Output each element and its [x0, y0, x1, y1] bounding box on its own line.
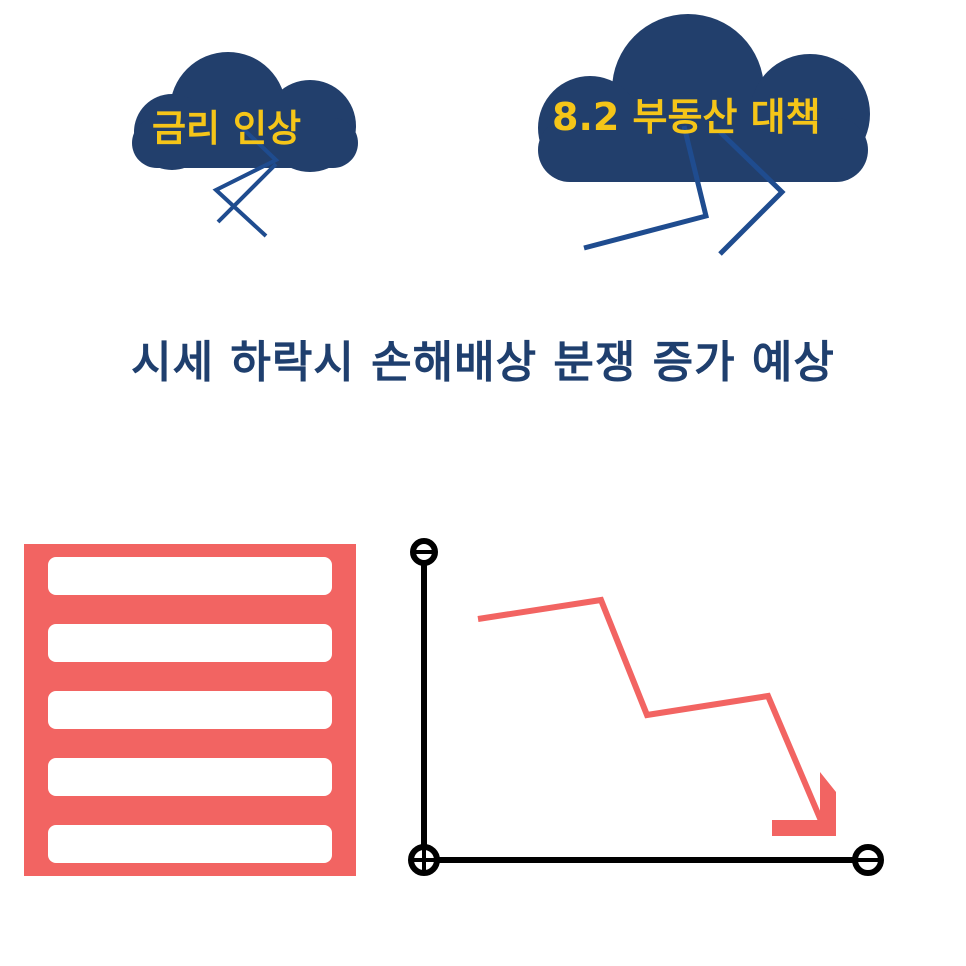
document-line — [48, 758, 332, 796]
document-line — [48, 691, 332, 729]
lightning-icon — [583, 125, 710, 251]
cloud-icon — [538, 14, 870, 182]
down-trend-chart-icon — [408, 538, 884, 876]
trend-line — [477, 596, 825, 825]
lightning-icon — [718, 130, 786, 256]
headline: 시세 하락시 손해배상 분쟁 증가 예상 — [131, 337, 835, 388]
document-line — [48, 624, 332, 662]
cloud-label-real-estate-policy: 8.2 부동산 대책 — [552, 95, 821, 139]
arrow-icon — [772, 772, 836, 836]
cloud-label-rate-hike: 금리 인상 — [152, 107, 302, 150]
document-line — [48, 557, 332, 595]
lightning-icon — [216, 162, 278, 224]
cloud-icon — [132, 52, 358, 172]
document-icon — [24, 544, 356, 876]
document-line — [48, 825, 332, 863]
lightning-icon — [212, 122, 280, 238]
